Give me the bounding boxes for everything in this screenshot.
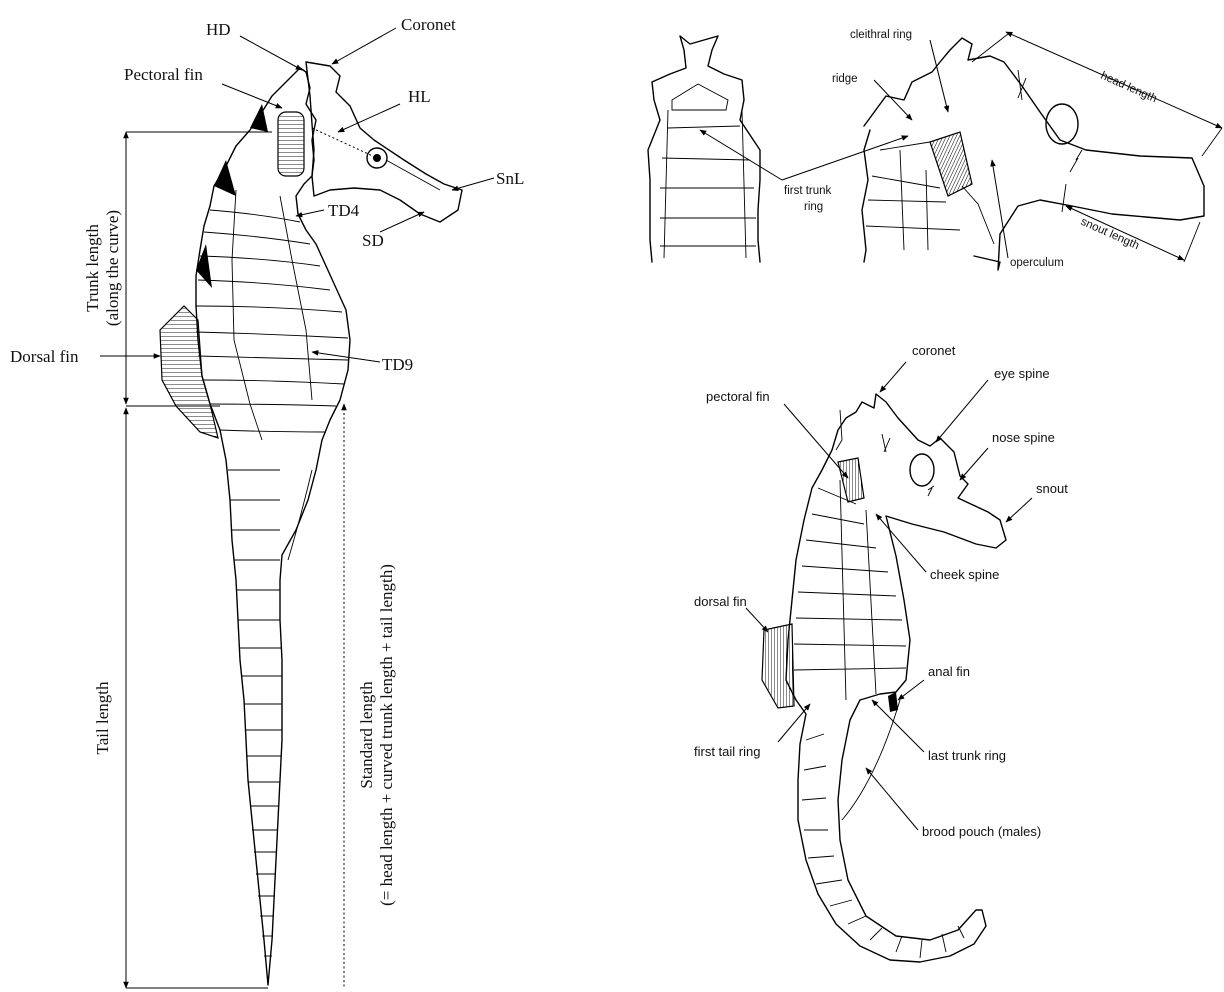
label-pectoral-fin-bottom: pectoral fin xyxy=(706,389,770,404)
label-coronet: Coronet xyxy=(401,15,456,34)
label-snout: snout xyxy=(1036,481,1068,496)
bottom-right-seahorse-figure: coronet eye spine pectoral fin nose spin… xyxy=(694,343,1068,962)
bottom-dorsal-fin xyxy=(762,624,794,708)
label-sd: SD xyxy=(362,231,384,250)
left-seahorse-figure: HD Coronet Pectoral fin HL SnL TD4 SD Do… xyxy=(10,15,524,988)
label-snl: SnL xyxy=(496,169,524,188)
label-dorsal-fin: Dorsal fin xyxy=(10,347,79,366)
label-trunk-length: Trunk length xyxy=(83,224,102,312)
top-right-head-figures: cleithral ring ridge first trunk ring he… xyxy=(648,29,1222,270)
label-tail-length: Tail length xyxy=(93,681,112,754)
bottom-eye xyxy=(910,454,934,486)
left-dorsal-fin xyxy=(160,306,218,438)
label-td4: TD4 xyxy=(328,201,360,220)
label-first-tail-ring: first tail ring xyxy=(694,744,760,759)
label-along-the-curve: (along the curve) xyxy=(103,210,122,326)
label-cleithral-ring: cleithral ring xyxy=(850,29,912,41)
label-standard-length-formula: (= head length + curved trunk length + t… xyxy=(377,564,396,906)
label-dorsal-fin-bottom: dorsal fin xyxy=(694,594,747,609)
label-eye-spine: eye spine xyxy=(994,366,1050,381)
bottom-pectoral-fin xyxy=(838,458,864,502)
label-head-length: head length xyxy=(1099,70,1159,105)
label-operculum: operculum xyxy=(1010,257,1064,269)
bottom-seahorse-outline xyxy=(786,394,1006,962)
label-anal-fin: anal fin xyxy=(928,664,970,679)
label-cheek-spine: cheek spine xyxy=(930,567,999,582)
label-first-trunk-ring-2: ring xyxy=(804,201,823,213)
label-brood-pouch: brood pouch (males) xyxy=(922,824,1041,839)
left-seahorse-head xyxy=(306,62,462,222)
bottom-anal-fin xyxy=(888,692,898,712)
label-hd: HD xyxy=(206,20,231,39)
label-coronet-bottom: coronet xyxy=(912,343,956,358)
label-last-trunk-ring: last trunk ring xyxy=(928,748,1006,763)
left-pectoral-fin xyxy=(278,112,304,176)
label-nose-spine: nose spine xyxy=(992,430,1055,445)
label-pectoral-fin: Pectoral fin xyxy=(124,65,203,84)
label-hl: HL xyxy=(408,87,431,106)
lateral-view-head xyxy=(864,38,1204,270)
label-standard-length: Standard length xyxy=(357,681,376,789)
lateral-pectoral-fin xyxy=(930,132,972,196)
left-seahorse-outline xyxy=(196,68,350,985)
lateral-eye xyxy=(1046,104,1078,144)
label-first-trunk-ring: first trunk xyxy=(784,185,832,197)
label-td9: TD9 xyxy=(382,355,413,374)
label-snout-length: snout length xyxy=(1079,216,1141,252)
label-ridge: ridge xyxy=(832,73,858,85)
